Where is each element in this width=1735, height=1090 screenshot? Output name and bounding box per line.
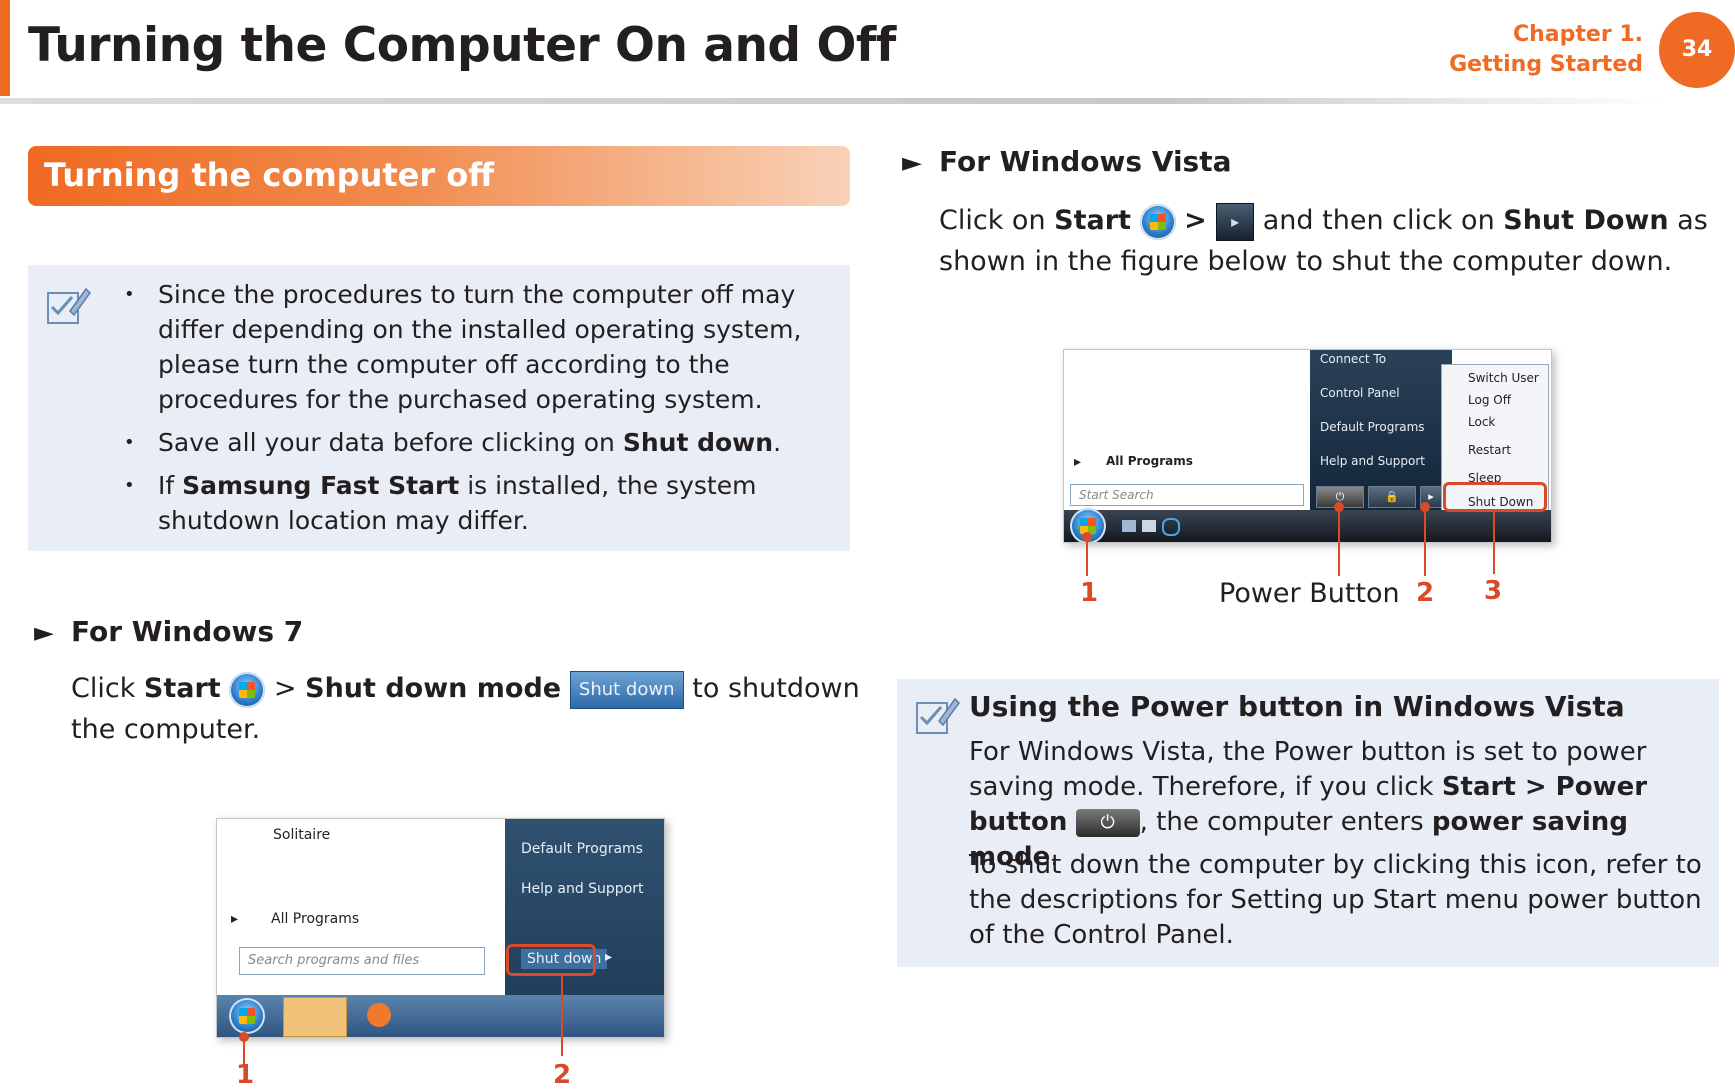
menu-item-all-programs: All Programs xyxy=(1106,454,1193,468)
internet-explorer-icon xyxy=(1162,518,1180,536)
arrow-right-icon: ▸ xyxy=(231,911,239,927)
win7-heading: For Windows 7 xyxy=(71,615,304,648)
start-orb-icon xyxy=(1139,203,1176,240)
power-button-icon: ⏻ xyxy=(1075,808,1140,837)
lock-icon: 🔒 xyxy=(1368,486,1416,508)
vista-start-menu-screenshot: ▸ All Programs Start Search Connect To C… xyxy=(1063,349,1552,543)
switch-windows-icon xyxy=(1142,520,1156,532)
menu-item-log-off: Log Off xyxy=(1468,393,1511,407)
callout-line xyxy=(1338,506,1340,576)
arrow-button-icon: ▸ xyxy=(1216,202,1255,241)
menu-item-lock: Lock xyxy=(1468,415,1496,429)
note-pencil-icon xyxy=(916,697,960,734)
taskbar xyxy=(1064,508,1551,542)
note-paragraph: For Windows Vista, the Power button is s… xyxy=(969,737,1648,872)
menu-item-restart: Restart xyxy=(1468,443,1512,457)
menu-item-help-support: Help and Support xyxy=(1320,454,1425,468)
page-number: 34 xyxy=(1659,12,1735,88)
shutdown-button-chip: Shut down xyxy=(569,670,684,709)
start-orb-icon xyxy=(229,998,265,1034)
power-button-row: ⏻ 🔒 ▸ xyxy=(1316,486,1446,508)
chapter-label: Chapter 1. Getting Started xyxy=(1449,20,1643,80)
menu-item-control-panel: Control Panel xyxy=(1320,386,1400,400)
menu-item-default-programs: Default Programs xyxy=(1320,420,1425,434)
triangle-bullet-icon: ► xyxy=(34,618,54,648)
menu-item-connect-to: Connect To xyxy=(1320,352,1387,366)
note-bullet: •Since the procedures to turn the comput… xyxy=(124,280,802,414)
win7-instructions: Click Start > Shut down mode Shut down t… xyxy=(71,668,861,750)
header-divider xyxy=(0,98,1665,104)
highlight-shutdown xyxy=(506,944,596,976)
menu-item-all-programs: All Programs xyxy=(271,911,360,927)
search-input: Start Search xyxy=(1070,484,1304,506)
chapter-name: Getting Started xyxy=(1449,52,1643,77)
start-menu-right-pane: Connect To Control Panel Default Program… xyxy=(1310,350,1452,510)
media-player-icon xyxy=(367,1003,391,1027)
arrow-right-icon: ▸ xyxy=(605,949,613,965)
show-desktop-icon xyxy=(1122,520,1136,532)
callout-number: 2 xyxy=(1416,578,1435,608)
callout-number: 1 xyxy=(236,1060,255,1090)
callout-number: 1 xyxy=(1080,578,1099,608)
note-bullet: •Save all your data before clicking on S… xyxy=(124,428,782,457)
note-box-general: •Since the procedures to turn the comput… xyxy=(28,265,850,551)
search-input: Search programs and files xyxy=(239,947,485,975)
taskbar xyxy=(217,995,664,1037)
note-pencil-icon xyxy=(47,287,91,324)
section-band xyxy=(28,146,850,206)
menu-item-default-programs: Default Programs xyxy=(521,841,643,857)
page-title: Turning the Computer On and Off xyxy=(28,18,896,73)
callout-number: 3 xyxy=(1484,576,1503,606)
shutdown-button: Shut down xyxy=(521,949,608,969)
menu-item-solitaire: Solitaire xyxy=(273,827,331,843)
chapter-number: Chapter 1. xyxy=(1512,22,1643,47)
vista-instructions: Click on Start > ▸ and then click on Shu… xyxy=(939,200,1729,282)
note-bullets: •Since the procedures to turn the comput… xyxy=(124,277,844,546)
power-button-label: Power Button xyxy=(1219,578,1400,609)
callout-line xyxy=(243,1036,245,1064)
callout-line xyxy=(1424,506,1426,576)
explorer-icon xyxy=(283,997,347,1037)
section-title: Turning the computer off xyxy=(44,156,495,194)
start-orb-icon xyxy=(229,671,266,708)
menu-item-help-support: Help and Support xyxy=(521,881,644,897)
shutdown-options-flyout: Switch User Log Off Lock Restart Sleep S… xyxy=(1441,364,1549,524)
callout-line xyxy=(1086,536,1088,576)
callout-line xyxy=(1493,512,1495,574)
win7-start-menu-screenshot: Solitaire ▸ All Programs Search programs… xyxy=(216,818,665,1038)
note-box-vista-power xyxy=(897,679,1719,967)
highlight-shut-down xyxy=(1443,482,1547,512)
menu-item-sleep: Sleep xyxy=(1468,471,1502,485)
note-bullet: •If Samsung Fast Start is installed, the… xyxy=(124,471,757,535)
arrow-right-icon: ▸ xyxy=(1074,454,1082,470)
note-title: Using the Power button in Windows Vista xyxy=(969,690,1625,723)
header-accent-bar xyxy=(0,0,10,96)
note-paragraph: To shut down the computer by clicking th… xyxy=(969,850,1702,950)
menu-item-switch-user: Switch User xyxy=(1468,371,1539,385)
vista-heading: For Windows Vista xyxy=(939,145,1232,178)
callout-number: 2 xyxy=(553,1060,572,1090)
triangle-bullet-icon: ► xyxy=(902,148,922,178)
menu-item-shut-down: Shut Down xyxy=(1468,495,1534,509)
callout-line xyxy=(561,976,563,1056)
